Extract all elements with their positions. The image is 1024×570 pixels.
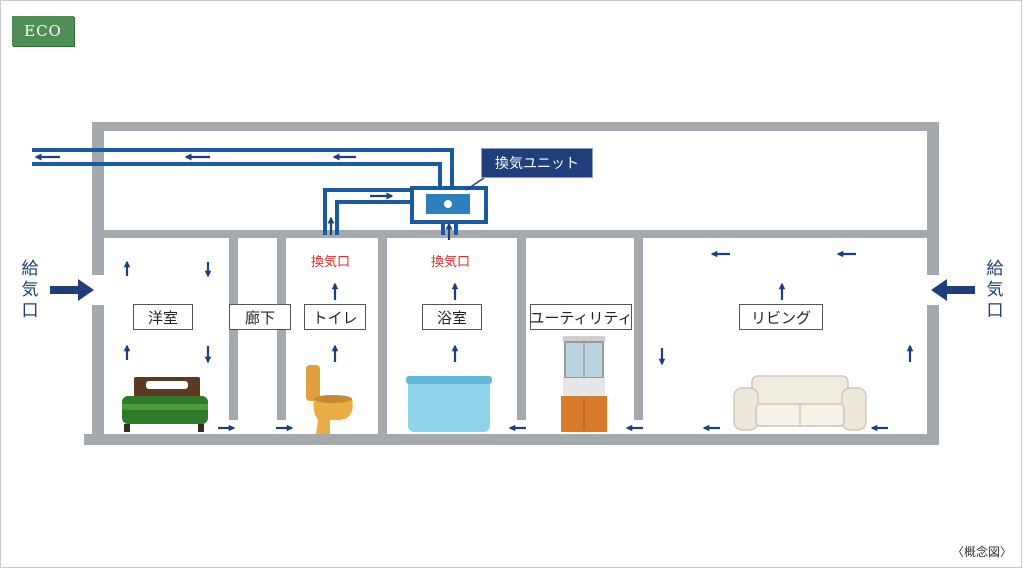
intake-port-label-left: 給気口 xyxy=(21,259,39,321)
room-label-hallway: 廊下 xyxy=(229,304,291,330)
room-label-toilet: トイレ xyxy=(304,304,366,330)
washbasin-illustration xyxy=(561,336,607,432)
room-label-living: リビング xyxy=(739,304,823,330)
concept-diagram-note: 〈概念図〉 xyxy=(951,545,1012,559)
bathtub-illustration xyxy=(406,376,492,432)
exhaust-port-label-bath: 換気口 xyxy=(431,255,471,270)
sofa-illustration xyxy=(733,375,867,431)
intake-port-label-right: 給気口 xyxy=(986,259,1004,321)
intake-arrows xyxy=(50,279,975,301)
room-label-utility: ユーティリティ xyxy=(529,304,633,330)
eco-badge: ECO xyxy=(12,16,74,46)
ventilation-unit-label: 換気ユニット xyxy=(481,148,593,178)
room-label-bath: 浴室 xyxy=(422,304,482,330)
exhaust-duct xyxy=(32,148,488,235)
room-airflow-arrows xyxy=(123,250,914,432)
room-label-bedroom: 洋室 xyxy=(133,304,193,330)
bed-illustration xyxy=(122,377,208,432)
toilet-illustration xyxy=(306,365,353,434)
duct-flow-arrows xyxy=(34,153,453,240)
exhaust-port-label-toilet: 換気口 xyxy=(311,255,351,270)
